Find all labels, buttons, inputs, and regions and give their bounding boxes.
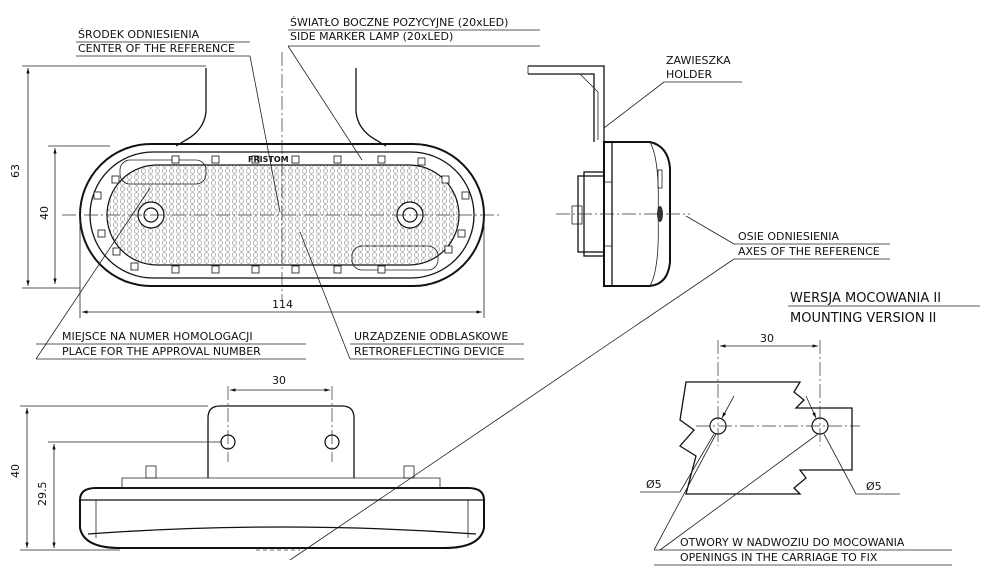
dim-height-total: 63 [9, 164, 22, 178]
label-axes-reference: OSIE ODNIESIENIA AXES OF THE REFERENCE [289, 215, 890, 561]
dim-bottom-height: 40 [9, 464, 22, 478]
svg-text:URZĄDZENIE ODBLASKOWE: URZĄDZENIE ODBLASKOWE [354, 330, 508, 343]
dim-bottom-height-inner: 29.5 [36, 482, 49, 507]
dim-hole-spacing-mount: 30 [760, 332, 774, 345]
mounting-title-pl: WERSJA MOCOWANIA II [790, 291, 941, 306]
svg-text:ZAWIESZKA: ZAWIESZKA [666, 54, 731, 67]
side-view [527, 65, 690, 287]
bottom-view: 30 40 29.5 [9, 374, 485, 551]
dim-hole-diameter-right: Ø5 [866, 480, 882, 493]
label-approval-number: MIEJSCE NA NUMER HOMOLOGACJI PLACE FOR T… [35, 187, 306, 360]
label-side-marker: ŚWIATŁO BOCZNE POZYCYJNE (20xLED) SIDE M… [287, 16, 540, 161]
mounting-title-en: MOUNTING VERSION II [790, 311, 936, 326]
mounting-version-ii: WERSJA MOCOWANIA II MOUNTING VERSION II … [640, 291, 980, 566]
dim-hole-spacing-bottom: 30 [272, 374, 286, 387]
dim-width-lamp: 114 [272, 298, 293, 311]
svg-text:AXES OF THE REFERENCE: AXES OF THE REFERENCE [738, 245, 880, 258]
svg-text:RETROREFLECTING DEVICE: RETROREFLECTING DEVICE [354, 345, 504, 358]
svg-text:OSIE ODNIESIENIA: OSIE ODNIESIENIA [738, 230, 840, 243]
label-center-reference: ŚRODEK ODNIESIENIA CENTER OF THE REFEREN… [76, 28, 281, 213]
label-retroreflecting: URZĄDZENIE ODBLASKOWE RETROREFLECTING DE… [299, 231, 524, 360]
label-openings-en: OPENINGS IN THE CARRIAGE TO FIX [680, 551, 878, 564]
svg-text:SIDE MARKER LAMP (20xLED): SIDE MARKER LAMP (20xLED) [290, 30, 453, 43]
svg-text:CENTER OF THE REFERENCE: CENTER OF THE REFERENCE [78, 42, 235, 55]
dim-height-lamp: 40 [38, 206, 51, 220]
label-holder: ZAWIESZKA HOLDER [603, 54, 742, 129]
svg-text:MIEJSCE NA NUMER HOMOLOGACJI: MIEJSCE NA NUMER HOMOLOGACJI [62, 330, 253, 343]
svg-text:ŚRODEK ODNIESIENIA: ŚRODEK ODNIESIENIA [78, 28, 200, 41]
svg-text:PLACE FOR THE APPROVAL NUMBER: PLACE FOR THE APPROVAL NUMBER [62, 345, 261, 358]
svg-text:ŚWIATŁO BOCZNE POZYCYJNE (20xL: ŚWIATŁO BOCZNE POZYCYJNE (20xLED) [290, 16, 508, 29]
brand-logo: FRISTOM [248, 155, 289, 164]
label-openings-pl: OTWORY W NADWOZIU DO MOCOWANIA [680, 536, 905, 549]
svg-text:HOLDER: HOLDER [666, 68, 712, 81]
front-view: FRISTOM 63 40 114 [9, 52, 500, 318]
dim-hole-diameter-left: Ø5 [646, 478, 662, 491]
